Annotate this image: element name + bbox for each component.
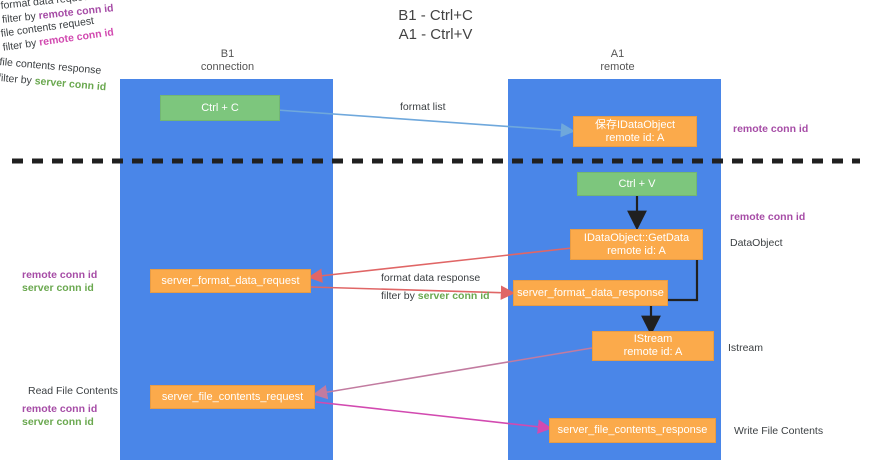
box-save-idataobject[interactable]: 保存IDataObject remote id: A [573, 116, 697, 147]
arrow-file-contents-response [315, 401, 553, 434]
diagram-title: B1 - Ctrl+C A1 - Ctrl+V [398, 7, 473, 43]
label-group-left-conn-ids: remote conn id server conn id [22, 269, 97, 295]
arrow-getdata-to-istream [641, 260, 699, 336]
label-left-remote-conn-id-2: remote conn id [22, 403, 98, 415]
label-right-istream: Istream [728, 342, 764, 354]
token-server-conn-id: server conn id [34, 75, 107, 94]
box-idataobject-getdata[interactable]: IDataObject::GetData remote id: A [570, 229, 703, 260]
label-left-remote-conn-id: remote conn id [22, 269, 98, 281]
arrow-format-list [276, 109, 576, 138]
label-group-left-conn-ids-2: remote conn id server conn id [22, 403, 97, 429]
arrow-format-data-response [310, 285, 516, 300]
box-ctrl-c[interactable]: Ctrl + C [160, 95, 280, 121]
label-format-list: format list [400, 101, 446, 113]
arrow-format-data-request [307, 247, 573, 283]
label-left-read-file-contents: Read File Contents [28, 385, 118, 397]
token-server-conn-id: server conn id [417, 290, 490, 302]
label-left-server-conn-id-2: server conn id [22, 416, 94, 428]
box-server-file-contents-response[interactable]: server_file_contents_response [549, 418, 716, 443]
box-server-format-data-response[interactable]: server_format_data_response [513, 280, 668, 306]
box-server-file-contents-request[interactable]: server_file_contents_request [150, 385, 315, 409]
label-right-remote-conn-id-mid: remote conn id [730, 211, 806, 223]
label-format-data-response-filter: filter by server conn id [381, 290, 490, 302]
label-right-remote-conn-id-top: remote conn id [733, 123, 809, 135]
swimlane-a1-header: A1 remote [600, 48, 635, 73]
label-format-data-response: format data response [381, 272, 481, 284]
label-group-format-data-response: format data response filter by server co… [381, 272, 490, 308]
arrow-file-contents-request [312, 347, 593, 400]
box-server-format-data-request[interactable]: server_format_data_request [150, 269, 311, 293]
swimlane-b1-header: B1 connection [200, 48, 255, 73]
label-right-write-file-contents: Write File Contents [734, 425, 824, 437]
box-istream[interactable]: IStream remote id: A [592, 331, 714, 361]
label-left-server-conn-id: server conn id [22, 282, 94, 294]
label-right-dataobject: DataObject [730, 237, 783, 249]
box-ctrl-v[interactable]: Ctrl + V [577, 172, 697, 196]
